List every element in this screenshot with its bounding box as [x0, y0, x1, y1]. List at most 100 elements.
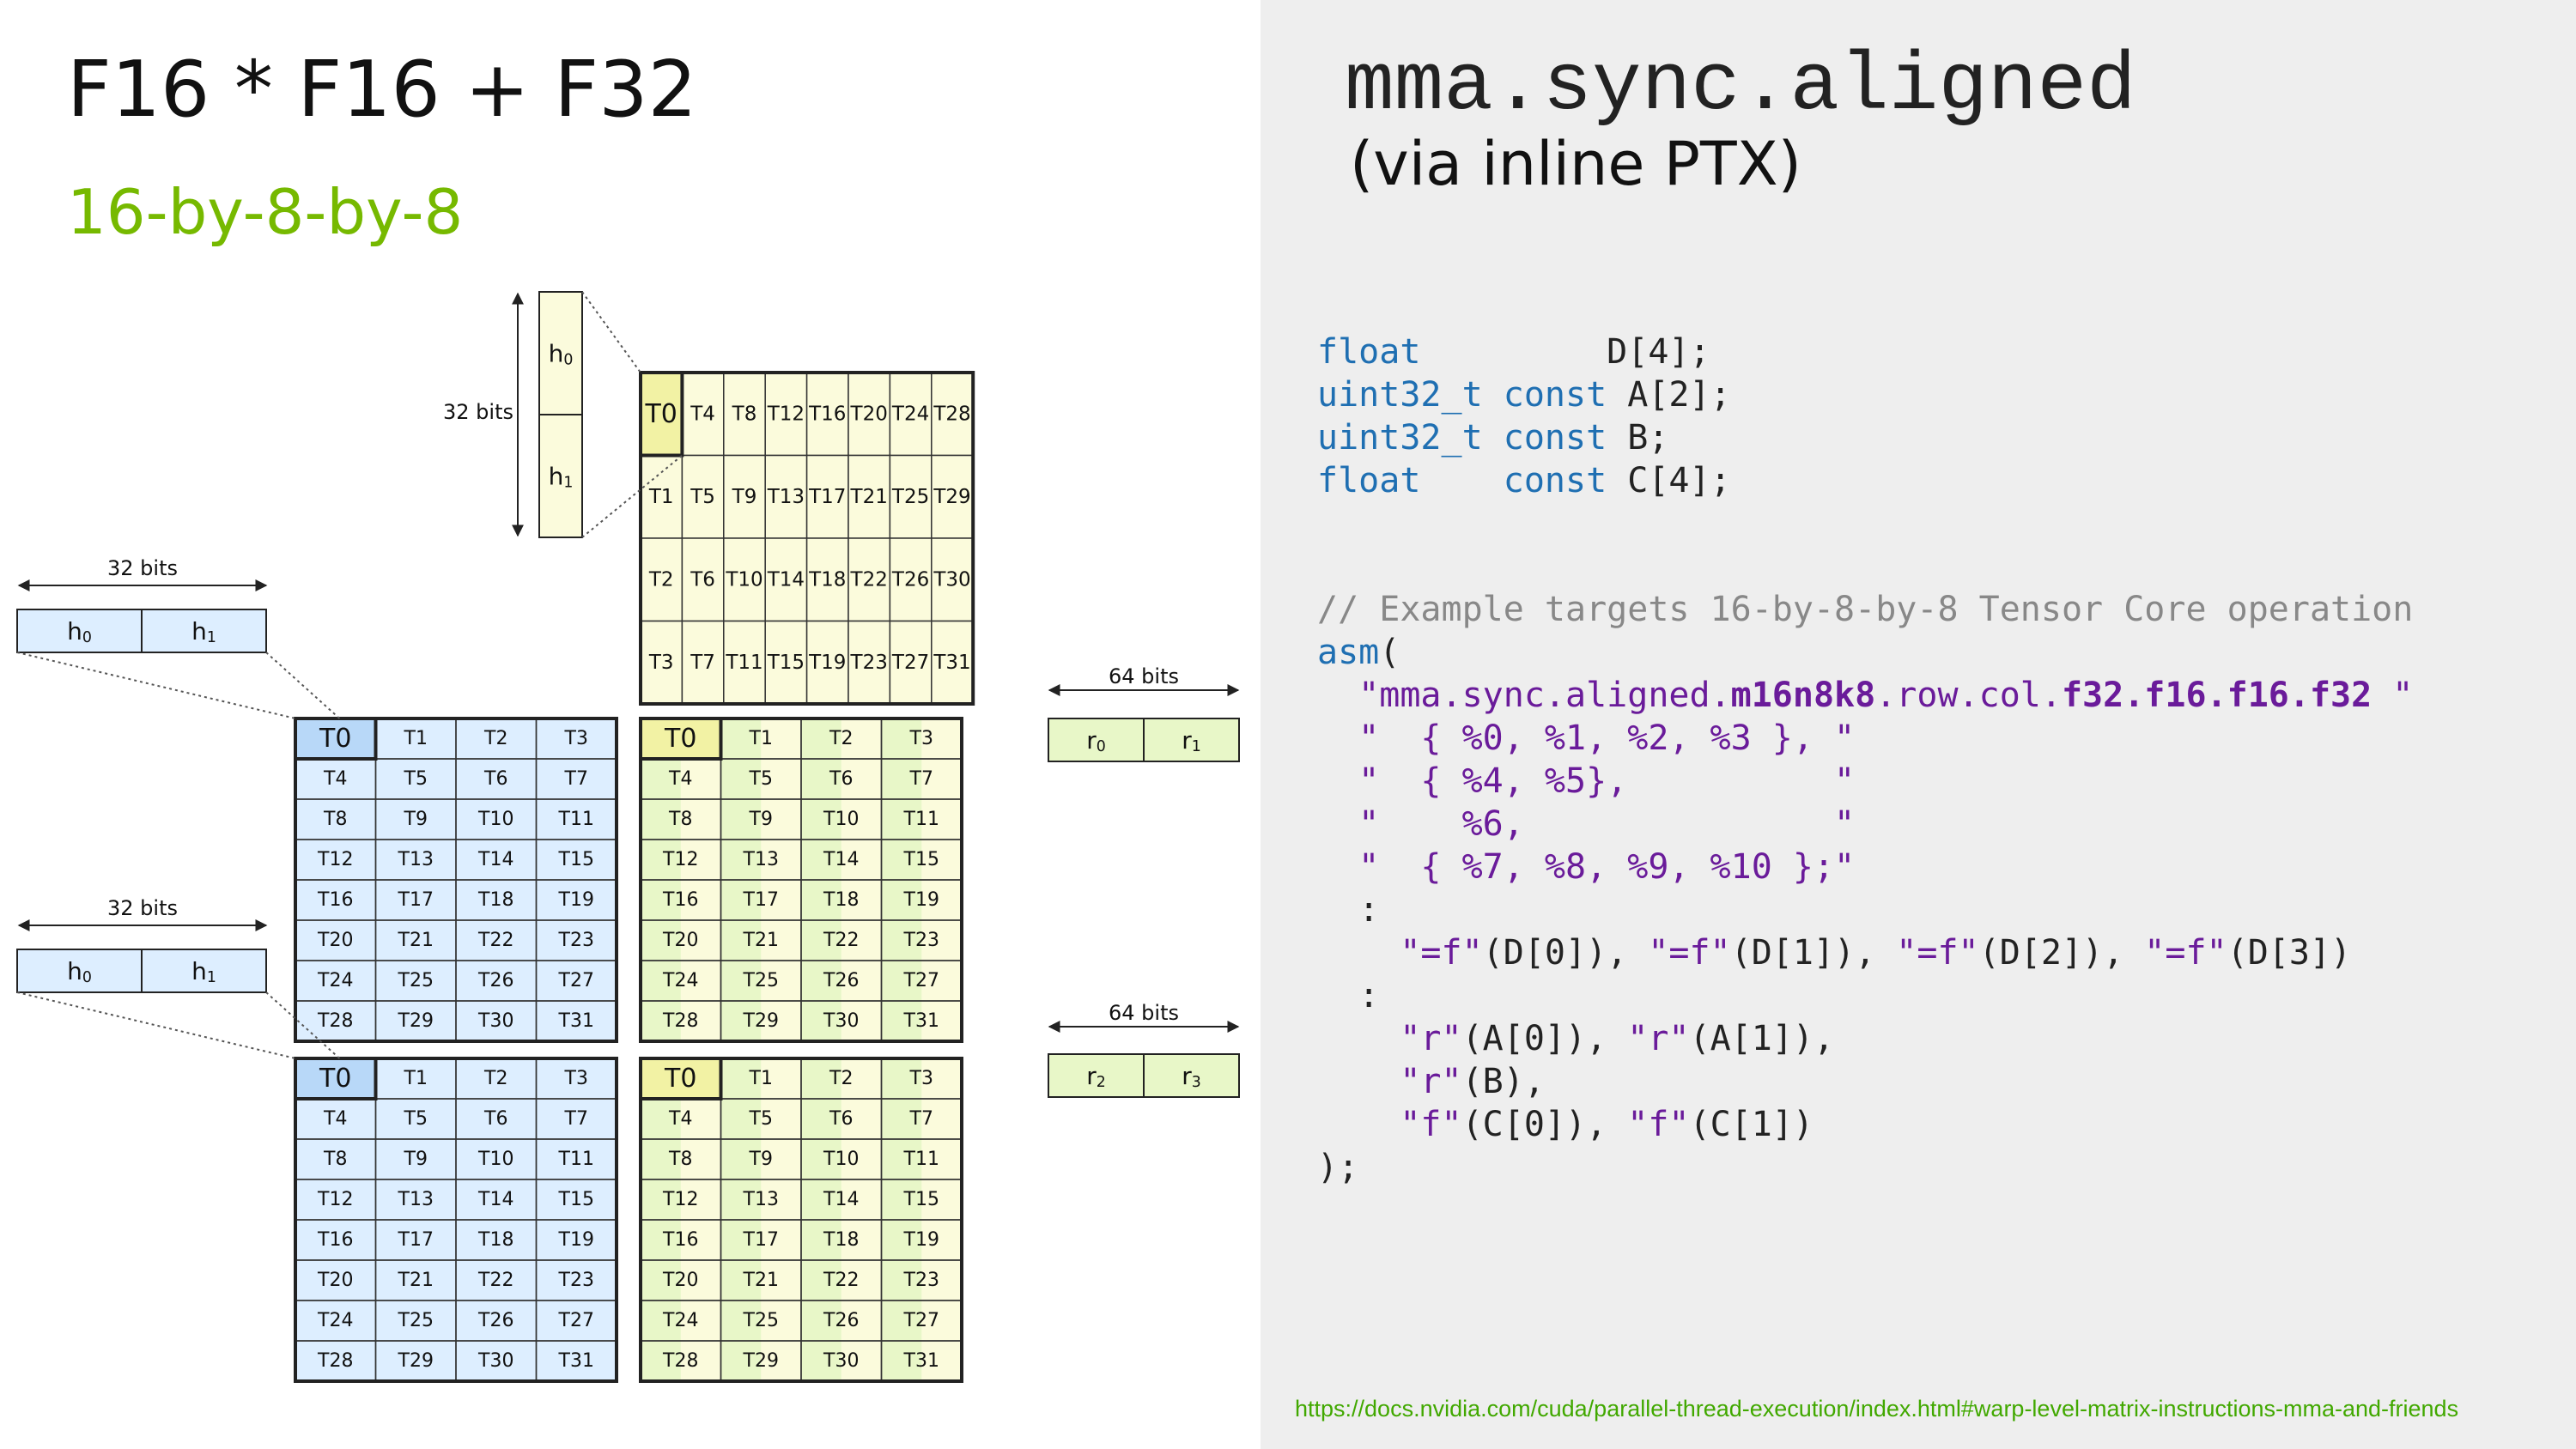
matrix-c-bottom-cell-label: T19 [903, 1229, 939, 1251]
matrix-c-bottom-cell-label: T11 [903, 1149, 939, 1170]
matrix-a-bottom-cell-label: T28 [317, 1350, 353, 1372]
matrix-a-top-cell-label: T5 [404, 768, 428, 790]
matrix-a-bottom-cell-label: T18 [477, 1229, 513, 1251]
code-token: : [1317, 890, 1380, 930]
code-token: ); [1317, 1148, 1359, 1187]
matrix-b-cell-label: T5 [690, 486, 715, 508]
code-line: : [1317, 974, 1379, 1017]
matrix-c-bottom-cell-label: T6 [829, 1108, 853, 1130]
page-subtitle: 16-by-8-by-8 [67, 176, 464, 248]
code-token: // Example targets 16-by-8-by-8 Tensor C… [1317, 590, 2414, 629]
matrix-b-cell-label: T19 [808, 652, 846, 674]
code-token: A[2]; [1607, 375, 1731, 415]
matrix-b-cell [889, 454, 933, 539]
code-token: asm [1317, 633, 1380, 672]
matrix-a-bottom-cell-label: T12 [317, 1189, 353, 1210]
matrix-b-cell [931, 537, 974, 622]
matrix-b-cell [681, 620, 725, 705]
matrix-c-top-highlight [639, 717, 723, 761]
code-token: " %6, " [1317, 804, 1856, 844]
matrix-b-cell [848, 372, 891, 457]
matrix-c-top-cell-label: T0 [664, 724, 696, 754]
matrix-b-cell [931, 372, 974, 457]
reg-b-32bits-label: 32 bits [443, 400, 513, 424]
matrix-c-top-cell-label: T10 [823, 809, 859, 830]
matrix-b-cell-label: T31 [933, 652, 970, 674]
reg-b-h1-label: h1 [549, 462, 574, 491]
matrix-a-bottom-cell-label: T2 [483, 1068, 507, 1089]
matrix-c-top-cell-label: T8 [668, 809, 692, 830]
matrix-b-cell-label: T26 [891, 568, 929, 591]
matrix-a-bottom-cell-label: T21 [398, 1270, 434, 1291]
matrix-a-top-cell-label: T30 [477, 1010, 513, 1032]
matrix-a-top-highlight [294, 717, 378, 761]
matrix-a-bottom-cell-label: T26 [477, 1310, 513, 1331]
matrix-c-bottom-cell-label: T13 [743, 1189, 779, 1210]
matrix-c-top-cell-label: T31 [903, 1010, 939, 1032]
matrix-c-bottom-cell-label: T9 [749, 1149, 773, 1170]
reg-c-label: r2 [1086, 1062, 1106, 1091]
matrix-b-cell-label: T29 [933, 486, 970, 508]
matrix-b-cell-label: T20 [850, 403, 888, 425]
code-token: m16n8k8 [1730, 676, 1876, 715]
matrix-a-bottom-cell-label: T15 [558, 1189, 594, 1210]
reference-link[interactable]: https://docs.nvidia.com/cuda/parallel-th… [1295, 1396, 2459, 1422]
instruction-subtitle: (via inline PTX) [1350, 129, 1801, 199]
reg-c-label: r1 [1182, 726, 1201, 755]
matrix-c-top-cell-label: T16 [662, 889, 698, 911]
matrix-b-cell [848, 537, 891, 622]
matrix-a-top-cell-label: T26 [477, 970, 513, 991]
matrix-a-bottom-cell-label: T4 [323, 1108, 347, 1130]
matrix-c-bottom-cell-label: T12 [662, 1189, 698, 1210]
matrix-b-cell [764, 620, 808, 705]
matrix-a-bottom-cell-label: T24 [317, 1310, 353, 1331]
matrix-a-bottom-cell-label: T11 [558, 1149, 594, 1170]
code-line: "r"(A[0]), "r"(A[1]), [1317, 1017, 1834, 1060]
matrix-c-bottom-cell-label: T14 [823, 1189, 859, 1210]
matrix-a-top-cell-label: T24 [317, 970, 353, 991]
matrix-c-bottom-cell-label: T24 [662, 1310, 698, 1331]
matrix-b-cell-label: T15 [767, 652, 805, 674]
matrix-c-top-cell-label: T29 [743, 1010, 779, 1032]
code-token: uint32_t const [1317, 375, 1607, 415]
instruction-title: mma.sync.aligned [1345, 39, 2136, 133]
matrix-c-top-border [639, 717, 963, 1043]
matrix-b-cell-label: T17 [808, 486, 846, 508]
matrix-a-bottom-cell-label: T10 [477, 1149, 513, 1170]
matrix-c-bottom-cell-label: T15 [903, 1189, 939, 1210]
matrix-a-bottom-cell-label: T16 [317, 1229, 353, 1251]
matrix-a-top-cell-label: T14 [477, 849, 513, 870]
code-token: " { %7, %8, %9, %10 };" [1317, 847, 1856, 887]
matrix-a-bottom-head-cell [295, 1058, 376, 1099]
matrix-a-top-cell-label: T10 [477, 809, 513, 830]
matrix-c-bottom-cell-label: T1 [749, 1068, 773, 1089]
matrix-a-bottom-cell-label: T30 [477, 1350, 513, 1372]
code-line: float const C[4]; [1317, 459, 1731, 502]
code-token: (D[3]) [2227, 933, 2352, 973]
code-token: (D[1]), [1730, 933, 1897, 973]
matrix-b-cell-label: T22 [850, 568, 888, 591]
matrix-a-top-cell-label: T7 [564, 768, 588, 790]
matrix-a-bottom-cell-label: T1 [404, 1068, 428, 1089]
matrix-a-top-cell-label: T19 [558, 889, 594, 911]
matrix-a-top-cell-label: T13 [398, 849, 434, 870]
matrix-a-bottom-highlight [294, 1057, 378, 1100]
matrix-a-bottom-cell-label: T29 [398, 1350, 434, 1372]
matrix-b-cell-label: T0 [644, 399, 677, 429]
matrix-a-top-cell-label: T29 [398, 1010, 434, 1032]
code-token: "f" [1317, 1105, 1462, 1144]
reg-c-label: r3 [1182, 1062, 1201, 1091]
matrix-a-top-cell-label: T23 [558, 930, 594, 951]
code-token: "r" [1627, 1019, 1690, 1058]
code-token: uint32_t const [1317, 418, 1607, 458]
reg-a-leader-line [16, 652, 296, 719]
code-line: uint32_t const A[2]; [1317, 373, 1731, 416]
matrix-c-bottom-cell-label: T10 [823, 1149, 859, 1170]
matrix-c-bottom-cell-label: T23 [903, 1270, 939, 1291]
matrix-c-bottom-cell-label: T20 [662, 1270, 698, 1291]
code-line: "mma.sync.aligned.m16n8k8.row.col.f32.f1… [1317, 674, 2413, 717]
matrix-b-cell-label: T24 [891, 403, 929, 425]
matrix-c-top-cell-label: T20 [662, 930, 698, 951]
matrix-c-bottom-cell-label: T5 [749, 1108, 773, 1130]
reg-a-leader-line [265, 652, 341, 719]
